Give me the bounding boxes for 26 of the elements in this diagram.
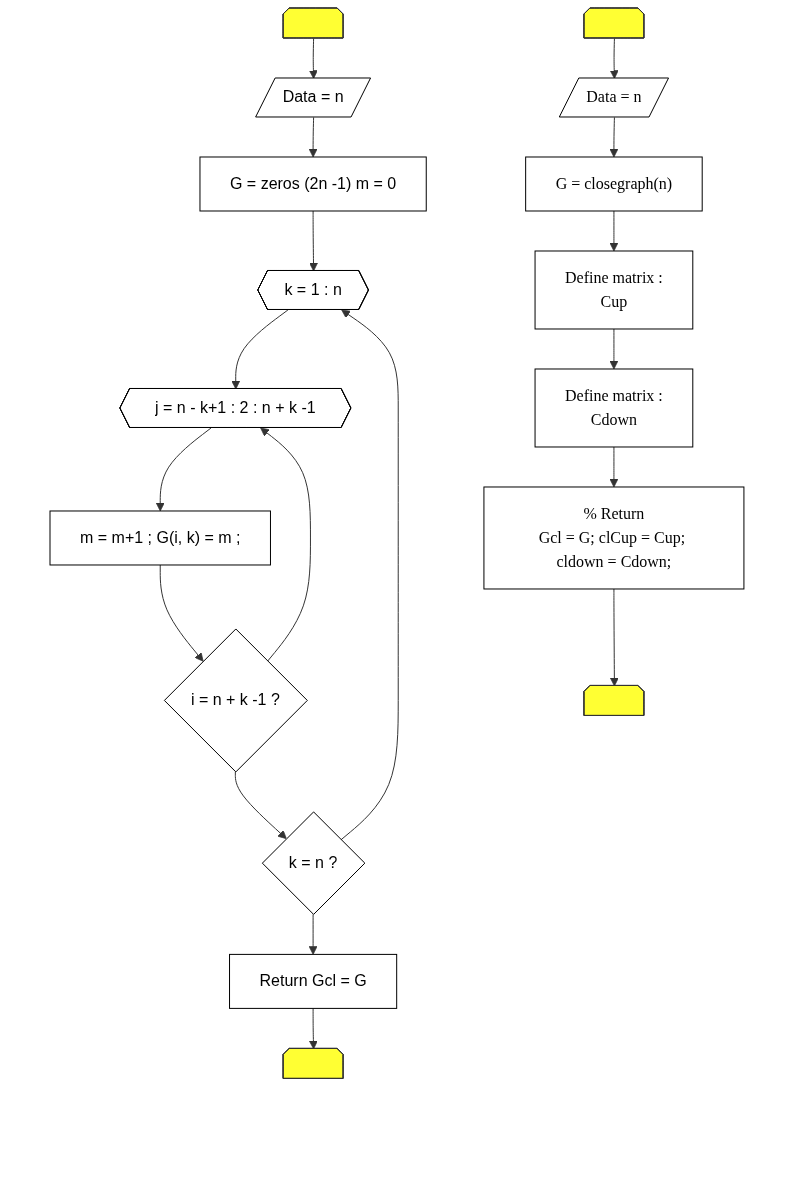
arrow: [308, 913, 318, 955]
node-box: G = closegraph(n): [524, 156, 703, 212]
arrow: [609, 117, 618, 158]
arrow: [234, 771, 287, 840]
arrow: [308, 210, 318, 272]
arrow: [609, 210, 618, 252]
node-diamond: k = n ?: [261, 811, 365, 915]
node-box: Define matrix : Cdown: [534, 368, 693, 448]
arrow: [609, 588, 619, 687]
arrow: [609, 38, 619, 79]
arrow: [155, 427, 212, 512]
arrow: [259, 427, 311, 662]
arrow: [308, 38, 318, 79]
node-box: % Return Gcl = G; clCup = Cup; cldown = Cdown;: [482, 486, 744, 590]
arrow: [308, 1007, 318, 1050]
arrow: [159, 564, 204, 662]
node-box: G = zeros (2n -1) m = 0: [199, 156, 427, 212]
arrow: [340, 309, 399, 841]
arrow: [230, 309, 288, 390]
arrow: [609, 446, 618, 488]
node-box: m = m+1 ; G(i, k) = m ;: [49, 510, 271, 566]
arrow: [609, 328, 618, 370]
node-diamond: i = n + k -1 ?: [163, 628, 308, 773]
node-box: Return Gcl = G: [228, 953, 397, 1009]
node-box: Define matrix : Cup: [534, 250, 693, 330]
arrow: [308, 117, 318, 158]
